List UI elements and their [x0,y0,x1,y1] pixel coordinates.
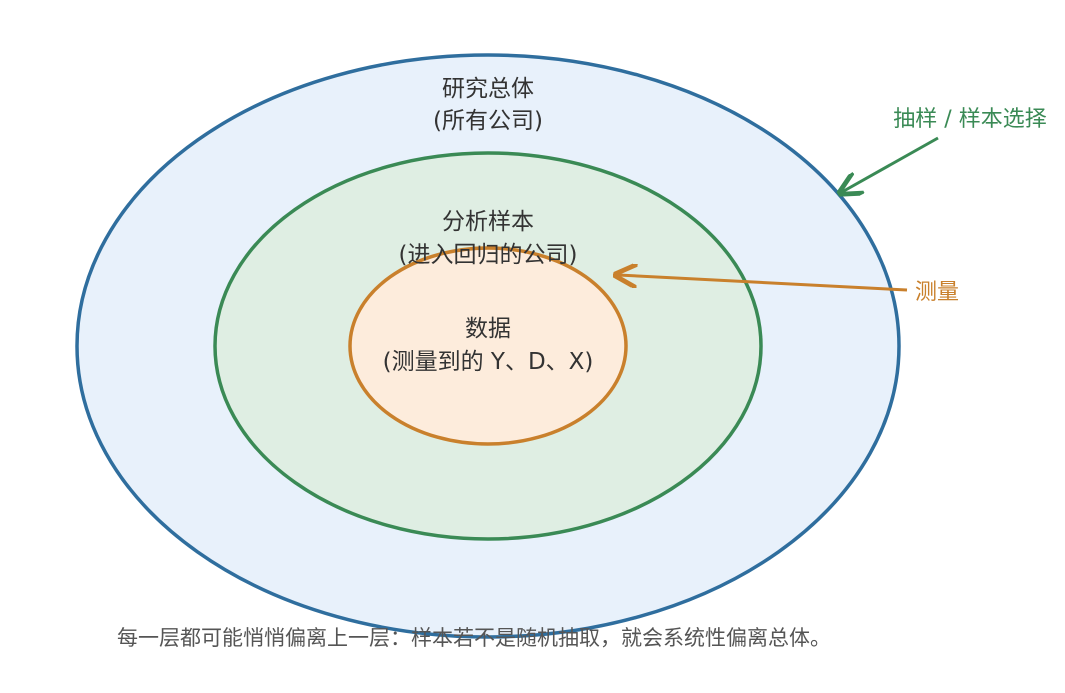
sampling-arrow [842,136,939,192]
population-title: 研究总体 [442,76,534,102]
sampling-label: 抽样 / 样本选择 [893,107,1046,132]
sample-subtitle: (进入回归的公司) [399,242,578,268]
data-ellipse [348,246,628,446]
caption-text: 每一层都可能悄悄偏离上一层：样本若不是随机抽取，就会系统性偏离总体。 [117,626,831,650]
data-subtitle: (测量到的 Y、D、X) [383,349,594,375]
measurement-label: 测量 [915,280,959,305]
sample-title: 分析样本 [442,209,534,235]
population-subtitle: (所有公司) [433,108,543,134]
measurement-arrow [618,275,908,292]
data-title: 数据 [465,316,511,342]
